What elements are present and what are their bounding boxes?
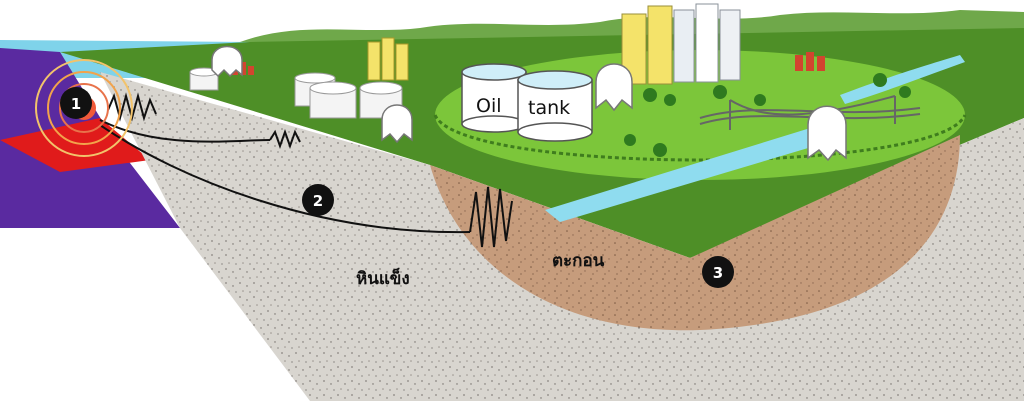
- trees: [624, 73, 911, 157]
- seismic-wave-source: [107, 92, 157, 122]
- river: [545, 125, 835, 222]
- ghost-mascot-icon: [211, 45, 847, 162]
- building-icon: [367, 37, 409, 81]
- seismic-ray-2: [99, 124, 471, 234]
- marker-1: 1: [60, 87, 92, 119]
- oil-tank-group: Oil tank: [461, 63, 593, 142]
- oil-tank-label-oil: Oil: [476, 95, 502, 117]
- marker-2: 2: [302, 184, 334, 216]
- bedrock-front-face: [100, 72, 690, 401]
- seismic-wave-amplified: [469, 186, 513, 248]
- skyscrapers: [621, 3, 741, 85]
- seismic-ray-1: [99, 119, 271, 143]
- basin-grass-rim: [433, 114, 967, 162]
- storage-tank-icon: [189, 67, 403, 119]
- hard-rock-label: หินแข็ง: [356, 266, 410, 289]
- sediment-label: ตะกอน: [552, 251, 605, 271]
- seismic-wave-small: [269, 129, 301, 149]
- bridge-icon: [699, 95, 921, 130]
- oil-tank-label-tank: tank: [528, 97, 570, 119]
- marker-2-label: 2: [313, 192, 323, 210]
- river-upper: [840, 55, 965, 104]
- marker-3: 3: [702, 256, 734, 288]
- marker-3-label: 3: [713, 264, 723, 282]
- marker-1-label: 1: [71, 95, 81, 113]
- sediment-basin: [430, 135, 960, 331]
